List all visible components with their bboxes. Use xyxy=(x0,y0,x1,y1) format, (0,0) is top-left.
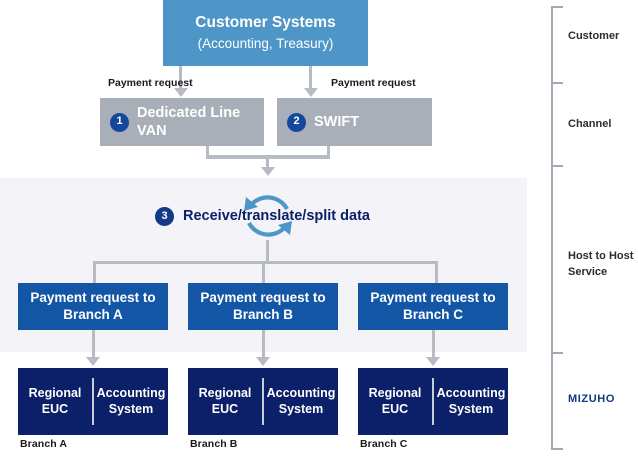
connector-customer-to-van-arrow xyxy=(174,88,188,97)
branch-caption-b: Branch B xyxy=(190,438,238,450)
channel-label-dedicated-line-van: Dedicated Line VAN xyxy=(137,104,241,139)
connector-label-payment-request-right: Payment request xyxy=(331,77,416,89)
connector-merge-to-process-line xyxy=(266,158,269,168)
branch-a-right-line2: System xyxy=(108,401,154,416)
connector-request-b-down-line xyxy=(262,330,265,358)
connector-label-payment-request-left: Payment request xyxy=(108,77,193,89)
rail-tick-channel-host xyxy=(551,165,563,167)
cycle-arrows-icon xyxy=(244,195,292,237)
rail-label-channel: Channel xyxy=(568,118,612,130)
request-b-line1: Payment request to xyxy=(200,289,326,305)
connector-swift-down-line xyxy=(327,146,330,158)
process-step-receive-translate-split[interactable]: 3 Receive/translate/split data xyxy=(155,206,370,226)
branch-a-accounting-system: Accounting System xyxy=(94,368,168,435)
connector-request-a-arrow xyxy=(86,357,100,366)
connector-distribute-bar xyxy=(93,261,438,264)
branch-b-right-line1: Accounting xyxy=(266,385,336,400)
branch-c-left-line2: EUC xyxy=(381,401,409,416)
customer-systems-title: Customer Systems xyxy=(195,13,336,31)
branch-b-regional-euc: Regional EUC xyxy=(188,368,262,435)
connector-merge-to-process-arrow xyxy=(261,167,275,176)
rail-label-host-line1: Host to Host xyxy=(568,250,634,262)
connector-request-a-down-line xyxy=(92,330,95,358)
branch-caption-c: Branch C xyxy=(360,438,408,450)
connector-distribute-to-request-c xyxy=(435,261,438,283)
connector-distribute-to-request-b xyxy=(262,261,265,283)
request-box-branch-a[interactable]: Payment request to Branch A xyxy=(18,283,168,330)
request-box-branch-c[interactable]: Payment request to Branch C xyxy=(358,283,508,330)
rail-tick-top xyxy=(551,6,563,8)
rail-label-host-to-host-service: Host to Host Service xyxy=(568,249,633,281)
request-c-line1: Payment request to xyxy=(370,289,496,305)
badge-3: 3 xyxy=(155,206,174,226)
branch-box-a[interactable]: Regional EUC Accounting System xyxy=(18,368,168,435)
branch-c-divider xyxy=(432,378,434,425)
customer-systems-subtitle: (Accounting, Treasury) xyxy=(197,36,334,52)
branch-caption-a: Branch A xyxy=(20,438,68,450)
branch-c-accounting-system: Accounting System xyxy=(434,368,508,435)
branch-c-right-line1: Accounting xyxy=(436,385,506,400)
request-box-branch-b[interactable]: Payment request to Branch B xyxy=(188,283,338,330)
rail-label-mizuho: MIZUHO xyxy=(568,393,615,405)
process-label: Receive/translate/split data xyxy=(183,208,370,224)
connector-customer-to-swift-line xyxy=(309,66,312,89)
connector-van-down-line xyxy=(206,146,209,158)
channel-box-swift[interactable]: 2 SWIFT xyxy=(277,98,432,146)
branch-a-left-line1: Regional xyxy=(28,385,82,400)
request-a-line1: Payment request to xyxy=(30,289,156,305)
branch-box-c[interactable]: Regional EUC Accounting System xyxy=(358,368,508,435)
branch-c-right-line2: System xyxy=(448,401,494,416)
rail-tick-customer-channel xyxy=(551,82,563,84)
connector-distribute-to-request-a xyxy=(93,261,96,283)
branch-b-left-line2: EUC xyxy=(211,401,239,416)
connector-request-c-down-line xyxy=(432,330,435,358)
branch-b-right-line2: System xyxy=(278,401,324,416)
request-a-line2: Branch A xyxy=(63,306,123,322)
branch-a-right-line1: Accounting xyxy=(96,385,166,400)
rail-tick-bottom xyxy=(551,448,563,450)
connector-customer-to-van-line xyxy=(179,66,182,89)
rail-label-host-line2: Service xyxy=(568,265,608,278)
connector-request-b-arrow xyxy=(256,357,270,366)
customer-systems-box[interactable]: Customer Systems (Accounting, Treasury) xyxy=(163,0,368,66)
channel-label-swift: SWIFT xyxy=(314,113,360,130)
branch-c-regional-euc: Regional EUC xyxy=(358,368,432,435)
rail-label-customer: Customer xyxy=(568,30,620,42)
branch-b-accounting-system: Accounting System xyxy=(264,368,338,435)
channel-box-dedicated-line-van[interactable]: 1 Dedicated Line VAN xyxy=(100,98,264,146)
connector-request-c-arrow xyxy=(426,357,440,366)
branch-b-left-line1: Regional xyxy=(198,385,252,400)
branch-box-b[interactable]: Regional EUC Accounting System xyxy=(188,368,338,435)
branch-c-left-line1: Regional xyxy=(368,385,422,400)
request-b-line2: Branch B xyxy=(232,306,293,322)
request-c-line2: Branch C xyxy=(402,306,463,322)
branch-a-left-line2: EUC xyxy=(41,401,69,416)
badge-2: 2 xyxy=(287,112,306,132)
branch-a-regional-euc: Regional EUC xyxy=(18,368,92,435)
branch-a-divider xyxy=(92,378,94,425)
badge-1: 1 xyxy=(110,112,129,132)
connector-channels-merge-bar xyxy=(206,155,330,159)
connector-process-down-line xyxy=(266,240,269,264)
connector-customer-to-swift-arrow xyxy=(304,88,318,97)
branch-b-divider xyxy=(262,378,264,425)
rail-tick-host-mizuho xyxy=(551,352,563,354)
rail-vertical-line xyxy=(551,6,553,450)
